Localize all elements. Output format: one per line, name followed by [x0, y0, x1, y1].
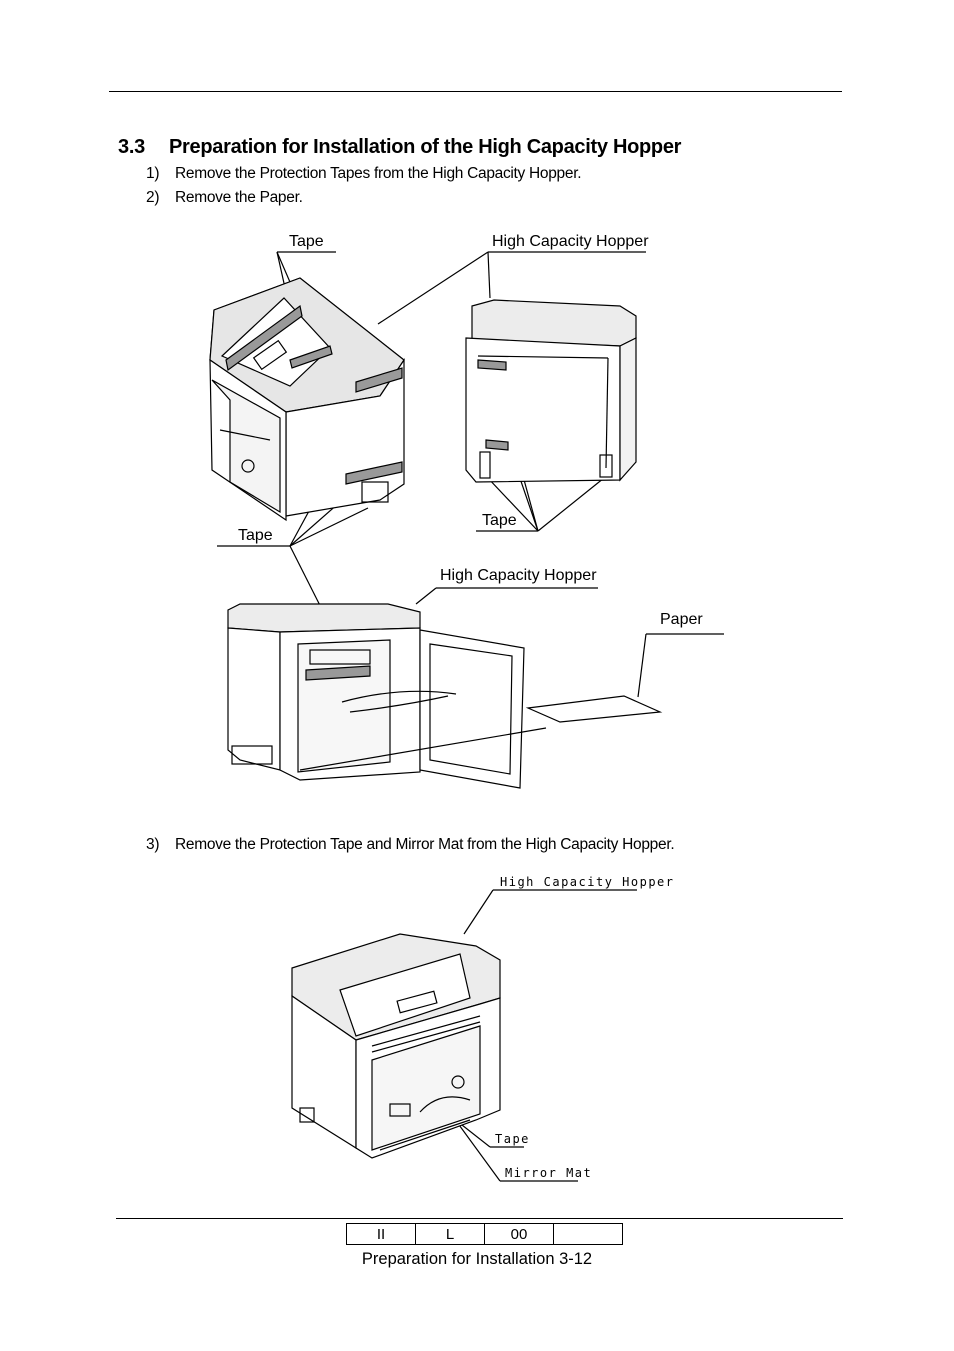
step-text: Remove the Paper. [175, 189, 303, 206]
revision-table: II L 00 [346, 1223, 623, 1245]
revision-cell: L [415, 1223, 485, 1245]
section-heading: 3.3 Preparation for Installation of the H… [118, 136, 681, 159]
label-hopper-top: High Capacity Hopper [492, 233, 649, 250]
step-text: Remove the Protection Tapes from the Hig… [175, 165, 582, 182]
figure-hopper-tapes-paper: Tape High Capacity Hopper Tape Tape High… [209, 233, 724, 789]
step-number: 3) [146, 836, 160, 853]
label-hopper-mid: High Capacity Hopper [440, 567, 597, 584]
step-text: Remove the Protection Tape and Mirror Ma… [175, 836, 675, 853]
footer-rule [116, 1218, 843, 1219]
step-2: 2) Remove the Paper. [146, 189, 303, 207]
label-mirror-mat: Mirror Mat [505, 1166, 592, 1180]
step-number: 1) [146, 165, 160, 182]
label-tape-top: Tape [289, 233, 324, 250]
section-title: Preparation for Installation of the High… [169, 136, 682, 158]
header-rule [109, 91, 842, 92]
hopper-unit-open-top [209, 277, 405, 522]
step-number: 2) [146, 189, 160, 206]
step-1: 1) Remove the Protection Tapes from the H… [146, 165, 582, 183]
page-footer: Preparation for Installation 3-12 [361, 1250, 593, 1268]
label-paper: Paper [660, 611, 703, 628]
section-number: 3.3 [118, 136, 145, 158]
hopper-unit-front [291, 933, 501, 1159]
step-3: 3) Remove the Protection Tape and Mirror … [146, 836, 675, 854]
revision-cell [553, 1223, 623, 1245]
figure-hopper-mirror-mat: High Capacity Hopper Tape Mirror Mat [291, 875, 675, 1182]
label-tape-right: Tape [482, 512, 517, 529]
revision-cell: II [346, 1223, 416, 1245]
revision-cell: 00 [484, 1223, 554, 1245]
hopper-unit-door-open [227, 603, 663, 789]
label-tape: Tape [495, 1132, 530, 1146]
label-tape-left: Tape [238, 527, 273, 544]
label-hopper: High Capacity Hopper [500, 875, 675, 889]
hopper-unit-rear [465, 299, 637, 483]
